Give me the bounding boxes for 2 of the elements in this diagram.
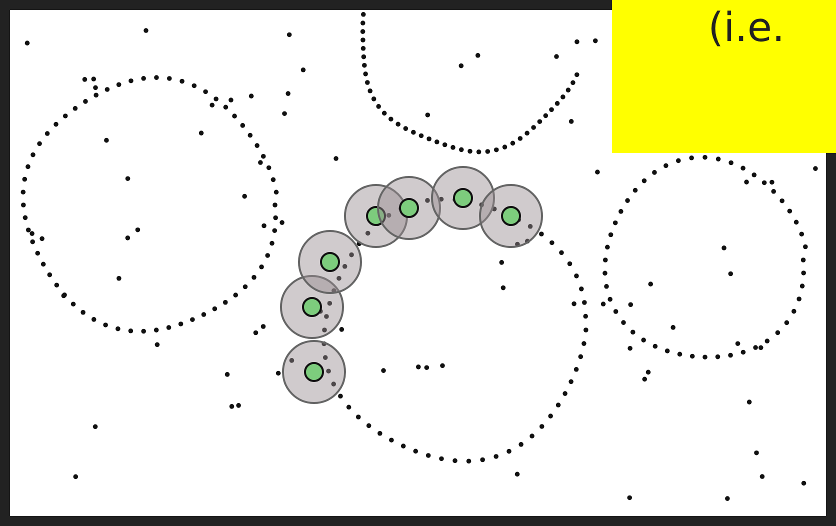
note-text: (i.e. [708,6,786,50]
note-panel [612,0,836,153]
